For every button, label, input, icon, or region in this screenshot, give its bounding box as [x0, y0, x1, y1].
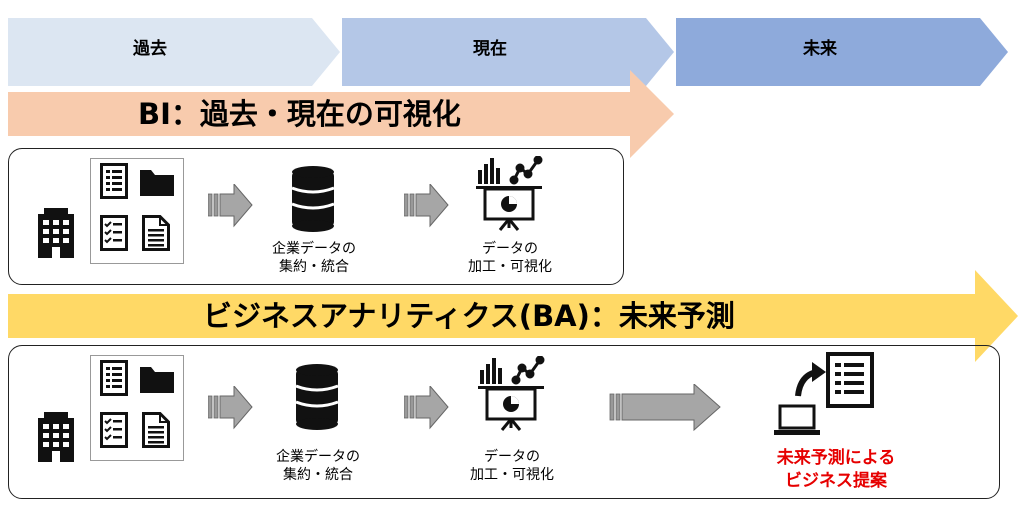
ba-step3-caption-line2: ビジネス提案: [785, 471, 887, 491]
text-doc-icon: [142, 215, 170, 251]
list-doc-icon: [826, 352, 874, 408]
bi-step1-caption-line2: 集約・統合: [279, 259, 349, 275]
timeline-present-label: 現在: [473, 39, 507, 59]
laptop-icon: [774, 404, 820, 435]
arrow-icon: [208, 184, 253, 227]
ba-step2-caption-line1: データの: [484, 449, 540, 465]
share-arrow-icon: [795, 362, 826, 397]
ba-banner-arrow: [8, 270, 1018, 362]
arrow-icon: [404, 386, 449, 429]
presentation-board-icon: [478, 356, 546, 432]
bi-step2-caption-line1: データの: [482, 241, 538, 257]
long-arrow-icon: [609, 384, 721, 432]
database-icon: [292, 166, 336, 234]
timeline-future-shape: [676, 18, 1008, 86]
list-doc-icon: [100, 360, 128, 396]
ba-banner-title: ビジネスアナリティクス(BA)：未来予測: [203, 299, 735, 333]
database-icon: [296, 364, 340, 432]
timeline: [8, 18, 1008, 86]
bi-step1-caption-line1: 企業データの: [272, 241, 356, 257]
bi-flow-box: [8, 148, 624, 285]
presentation-board-icon: [476, 156, 544, 232]
bi-step2-caption-line2: 加工・可視化: [468, 259, 552, 275]
ba-step3-caption-line1: 未来予測による: [776, 448, 896, 468]
folder-icon: [140, 367, 174, 393]
text-doc-icon: [142, 412, 170, 448]
bi-banner-arrow: [8, 70, 674, 158]
timeline-present-shape: [342, 18, 674, 86]
ba-step1-caption-line1: 企業データの: [276, 449, 360, 465]
building-icon: [38, 412, 74, 462]
ba-step2-caption-line2: 加工・可視化: [470, 467, 554, 483]
arrow-icon: [404, 184, 449, 227]
folder-icon: [140, 170, 174, 196]
ba-flow-box: [8, 345, 1000, 499]
timeline-past-label: 過去: [133, 39, 167, 59]
timeline-past-shape: [8, 18, 340, 86]
proposal-icons: [774, 352, 874, 435]
timeline-future-label: 未来: [803, 39, 837, 59]
bi-banner-title: BI：過去・現在の可視化: [138, 97, 461, 131]
ba-step1-caption-line2: 集約・統合: [283, 467, 353, 483]
checklist-icon: [100, 215, 128, 251]
checklist-icon: [100, 412, 128, 448]
arrow-icon: [208, 386, 253, 429]
building-icon: [38, 208, 74, 258]
list-doc-icon: [100, 163, 128, 199]
